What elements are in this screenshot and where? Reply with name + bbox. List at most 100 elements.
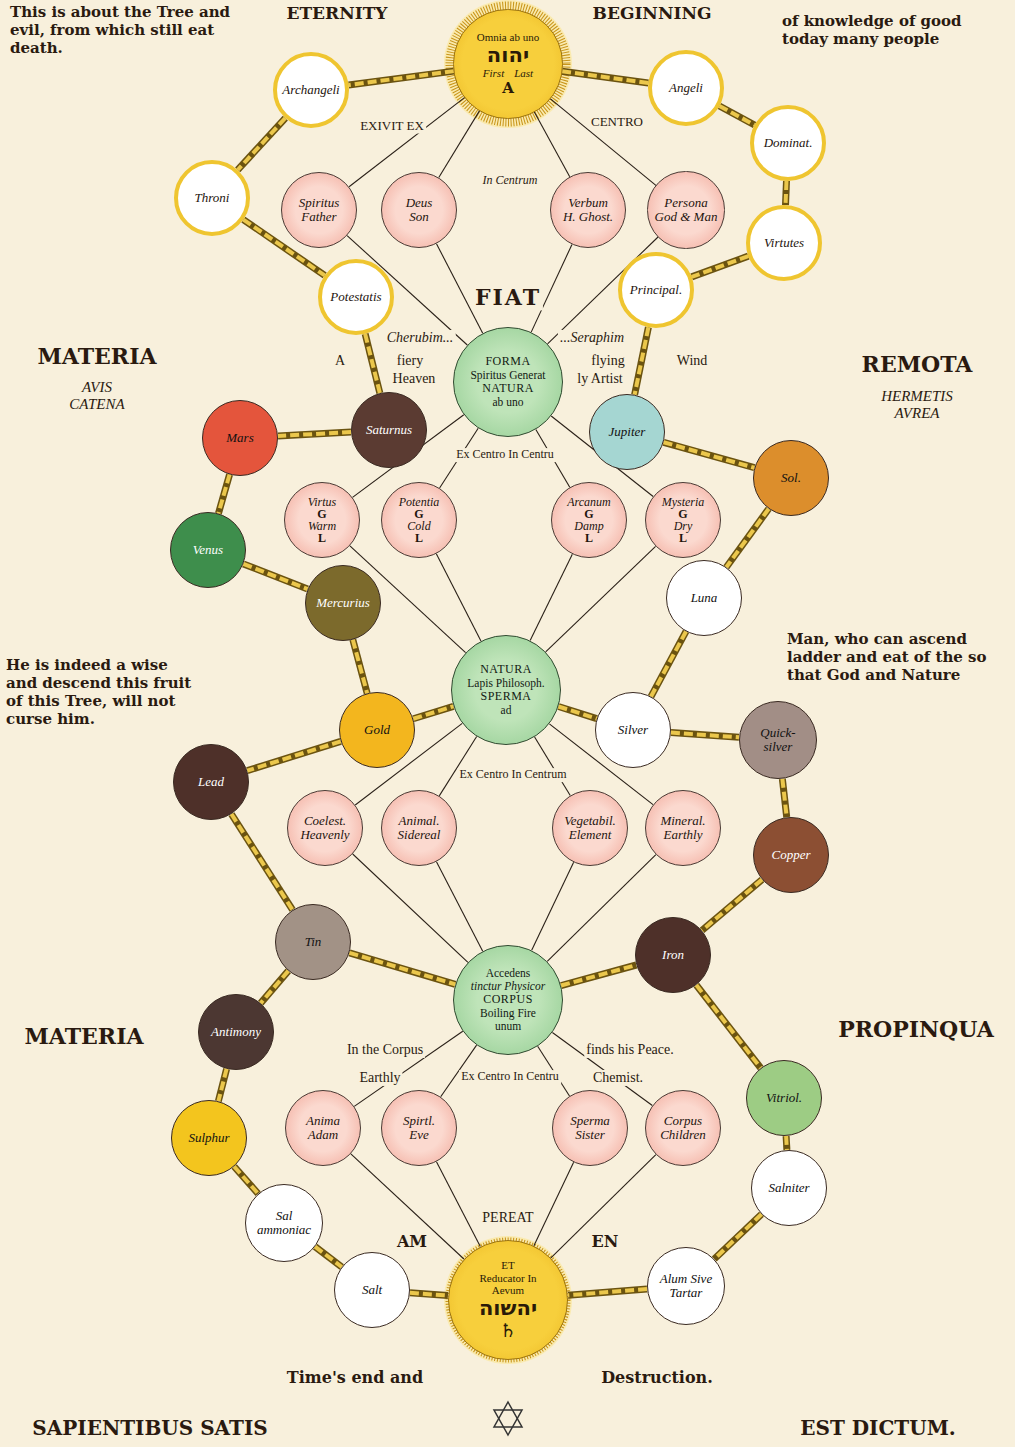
node-content: Lead — [198, 775, 224, 789]
node-text: Sol. — [781, 471, 801, 485]
chain-outline — [714, 1214, 761, 1259]
chain-links — [243, 564, 307, 589]
chain-links — [782, 779, 786, 817]
chain-link — [562, 71, 648, 83]
chain-outline — [558, 707, 596, 719]
chain-outline — [238, 118, 286, 170]
chain-links — [365, 334, 380, 393]
node-text: Salniter — [768, 1181, 809, 1195]
node-text: unum — [495, 1020, 521, 1033]
chain-outline — [671, 733, 739, 738]
node-text: Mineral. — [660, 814, 705, 828]
star-of-david — [494, 1402, 522, 1427]
center-circle: Accedenstinctur PhysicorCORPUSBoiling Fi… — [453, 945, 563, 1055]
node-text: Adam — [308, 1128, 338, 1142]
node-text: Spiritus — [299, 196, 339, 210]
node-text: ♄ — [469, 1320, 546, 1341]
node-content: Dominat. — [764, 136, 813, 150]
chain-outline — [234, 1166, 258, 1193]
node-content: Vegetabil.Element — [564, 814, 616, 843]
node-content: Mineral.Earthly — [660, 814, 705, 843]
connector-line — [546, 546, 656, 652]
hierarchy-circle: Virtutes — [746, 205, 822, 281]
principle-circle: DeusSon — [381, 172, 457, 248]
principle-circle: Spirtl.Eve — [381, 1090, 457, 1166]
node-content: Sal ammoniac — [252, 1209, 316, 1238]
node-text: L — [585, 532, 593, 544]
region-label: MATERIA — [35, 344, 158, 369]
node-text: Lead — [198, 775, 224, 789]
node-content: Mars — [226, 431, 253, 445]
node-text: Vegetabil. — [564, 814, 616, 828]
node-content: Silver — [618, 723, 648, 737]
node-content: PotentiaGColdL — [399, 496, 440, 545]
chain-link — [692, 256, 749, 277]
chain-outline — [702, 880, 762, 931]
chain-outline — [247, 741, 340, 770]
chain-links — [651, 631, 686, 696]
element-circle: Venus — [170, 512, 246, 588]
node-text: Gold — [364, 723, 390, 737]
node-text: ab uno — [493, 396, 524, 409]
node-text: Angeli — [669, 81, 703, 95]
connector-line — [550, 99, 656, 186]
node-text: Saturnus — [366, 423, 412, 437]
note-text: He is indeed a wise and descend this fru… — [4, 656, 206, 728]
chain-link — [278, 432, 351, 436]
chain-link — [664, 442, 755, 467]
node-text: Tin — [305, 935, 322, 949]
inscription: Heaven — [391, 371, 438, 387]
inscription: CENTRO — [589, 115, 645, 130]
chain-link — [714, 1214, 761, 1259]
element-circle: Gold — [339, 692, 415, 768]
node-text: Copper — [772, 848, 811, 862]
chain-links — [664, 442, 755, 467]
node-content: Archangeli — [282, 83, 339, 97]
node-text: Silver — [618, 723, 648, 737]
node-text: First — [483, 67, 504, 80]
heading-label: BEGINNING — [591, 4, 714, 24]
chain-links — [558, 707, 596, 719]
chain-outline — [635, 327, 649, 395]
chain-links — [413, 706, 453, 718]
node-text: Coelest. — [304, 814, 346, 828]
sun-rays — [451, 7, 565, 121]
node-text: L — [415, 532, 423, 544]
node-text: Reducator In Aevum — [469, 1272, 546, 1297]
chain-link — [568, 1289, 647, 1295]
node-text: Earthly — [663, 828, 702, 842]
node-text: Last — [514, 67, 533, 80]
node-text: Element — [569, 828, 612, 842]
chain-link — [785, 181, 787, 205]
node-text: FORMA — [485, 355, 530, 369]
connector-line — [551, 1155, 656, 1258]
chain-link — [231, 814, 292, 910]
chain-links — [349, 71, 454, 85]
element-circle: Jupiter — [589, 394, 665, 470]
inscription: Ex Centro In Centru — [459, 1070, 561, 1084]
connector-line — [530, 554, 572, 640]
node-text: יהוה — [469, 44, 546, 67]
chain-outline — [561, 965, 636, 986]
connector-line — [534, 1162, 574, 1245]
chain-link — [651, 631, 686, 696]
node-text: Mysteria — [662, 496, 705, 508]
principle-circle: CorpusChildren — [645, 1090, 721, 1166]
chain-outline — [783, 1136, 791, 1150]
chain-outline — [410, 1293, 448, 1296]
principle-circle: Mineral.Earthly — [645, 790, 721, 866]
connector-line — [436, 1162, 480, 1247]
chain-link — [353, 640, 367, 694]
node-text: Salt — [362, 1283, 382, 1297]
connector-line — [534, 112, 570, 177]
node-text: Warm — [308, 520, 336, 532]
connector-line — [535, 737, 571, 796]
chain-outline — [696, 985, 760, 1068]
sun-disc: ETReducator In Aevumיהשוה♄ — [448, 1240, 568, 1360]
chain-link — [218, 475, 229, 514]
node-text: Persona — [664, 196, 707, 210]
chain-links — [247, 741, 340, 770]
chain-link — [410, 1293, 448, 1296]
node-content: Throni — [195, 191, 230, 205]
chain-links — [561, 965, 636, 986]
